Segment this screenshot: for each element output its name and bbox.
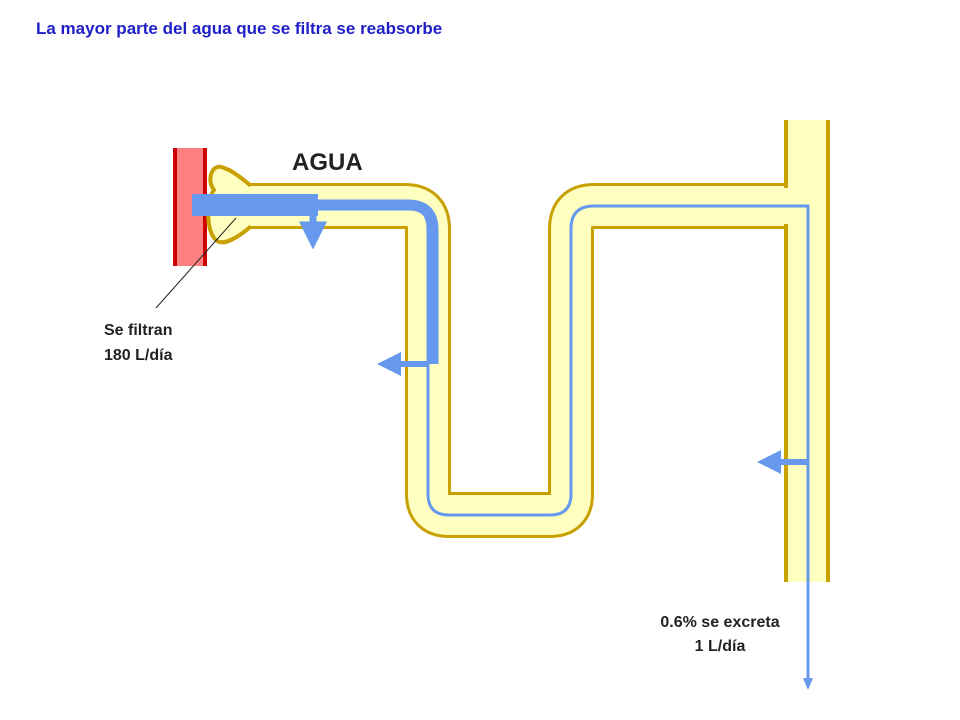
filtered-label-line1: Se filtran [104,322,172,339]
water-label: AGUA [292,149,363,176]
excretion-arrow [803,678,813,690]
filtered-water-flow [192,194,439,364]
excreted-label-line1: 0.6% se excreta [660,614,779,631]
filter-pointer-line [155,217,237,309]
diagram-title: La mayor parte del agua que se filtra se… [36,19,443,38]
filtered-label-line2: 180 L/día [104,347,173,364]
renal-tubule [250,183,806,538]
excreted-label-line2: 1 L/día [695,638,746,655]
